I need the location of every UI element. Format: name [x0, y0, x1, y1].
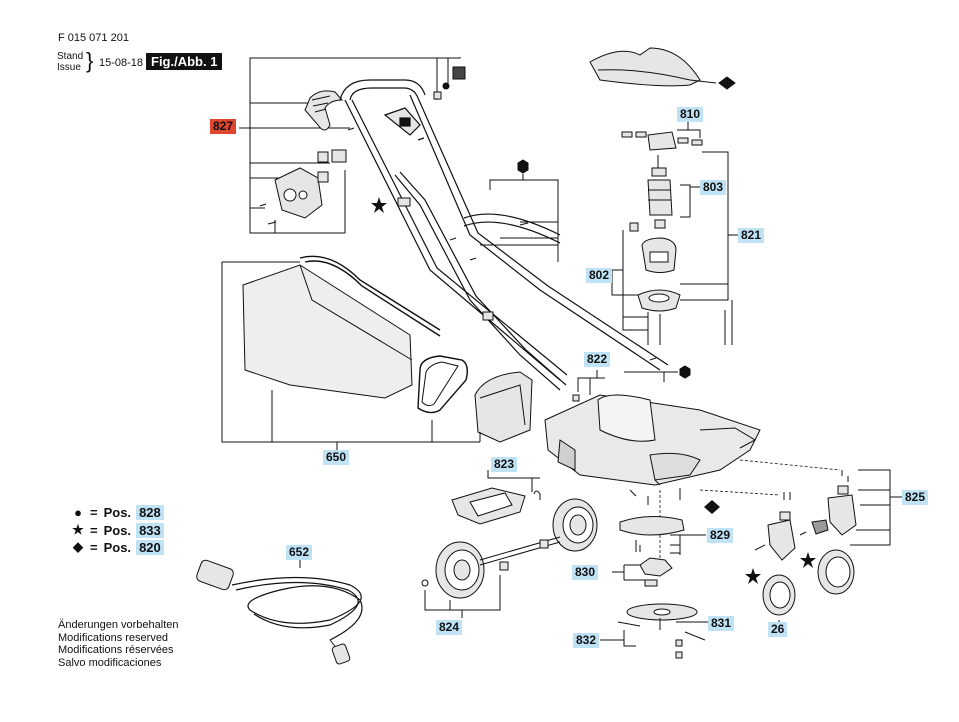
note-de: Änderungen vorbehalten	[58, 619, 179, 631]
callout-802: 802	[586, 268, 613, 283]
handle-parts-group	[239, 57, 466, 234]
note-es: Salvo modificaciones	[58, 656, 162, 669]
callout-831: 831	[708, 616, 735, 631]
circle-marker-bracket-lower	[624, 365, 691, 382]
star-marker-wheel-1	[800, 552, 816, 568]
power-cable	[196, 558, 363, 665]
legend-code-833: 833	[136, 522, 164, 538]
wheels-rear	[421, 498, 598, 618]
legend-row-circle: ● = Pos. 828	[70, 505, 164, 520]
motor-parts	[611, 122, 738, 361]
callout-829: 829	[707, 528, 734, 543]
front-wheel-assembly	[754, 469, 903, 625]
legend-row-star: ★ = Pos. 833	[70, 522, 164, 538]
issue-date: 15-08-18	[99, 57, 144, 69]
note-fr: Modifications réservées	[58, 644, 174, 656]
circle-marker-bracket-top	[480, 159, 559, 262]
callout-26: 26	[768, 622, 788, 637]
diamond-marker-blade	[704, 500, 720, 514]
callout-827: 827	[210, 119, 237, 134]
mulch-plug	[451, 470, 541, 525]
callout-830: 830	[572, 565, 599, 580]
grass-bag	[221, 255, 533, 450]
diamond-marker-icon: ◆	[73, 539, 83, 554]
star-marker-handle	[371, 197, 387, 213]
blade-assembly	[600, 488, 706, 659]
stand-label: Stand	[57, 51, 84, 62]
legend-code-828: 828	[136, 505, 164, 520]
star-marker-wheel-2	[745, 568, 761, 584]
callout-652: 652	[286, 545, 313, 560]
handle-frame	[339, 79, 669, 391]
deck-housing	[544, 370, 761, 486]
callout-650: 650	[323, 450, 350, 465]
callout-824: 824	[436, 620, 463, 635]
callout-823: 823	[491, 457, 518, 472]
motor-cover	[589, 47, 736, 90]
callout-803: 803	[700, 180, 727, 195]
brace-icon: }	[86, 48, 94, 73]
modifications-notes: Änderungen vorbehalten Modifications res…	[58, 619, 178, 669]
document-number: F 015 071 201	[58, 32, 129, 44]
callout-825: 825	[902, 490, 929, 505]
legend-code-820: 820	[136, 539, 164, 555]
figure-label: Fig./Abb. 1	[146, 53, 223, 70]
callout-822: 822	[584, 352, 611, 367]
callout-821: 821	[738, 228, 765, 243]
callout-832: 832	[573, 633, 600, 648]
note-en: Modifications reserved	[58, 631, 169, 644]
issue-label: Issue	[57, 62, 81, 73]
legend-row-diamond: ◆ = Pos. 820	[70, 539, 164, 555]
star-marker-icon: ★	[72, 522, 84, 537]
callout-810: 810	[677, 107, 704, 122]
circle-marker-icon: ●	[74, 505, 82, 520]
